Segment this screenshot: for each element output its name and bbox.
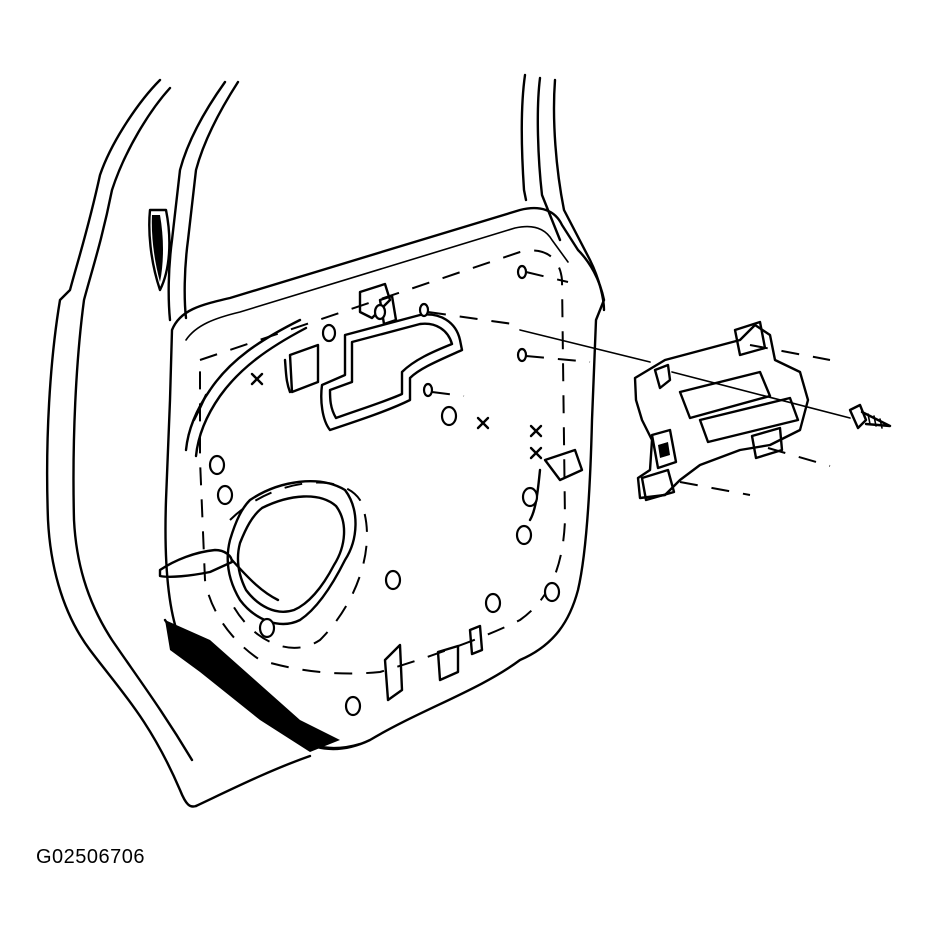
right-harness <box>528 448 584 522</box>
figure-id-label: G02506706 <box>36 846 146 868</box>
screw-fastener <box>848 403 892 430</box>
mounting-bracket <box>633 320 810 502</box>
alignment-lines <box>427 271 851 496</box>
mounting-holes <box>208 264 561 717</box>
wiring-harness <box>158 318 308 602</box>
x-marks <box>250 372 543 460</box>
handle-recess <box>283 313 464 432</box>
lower-trim <box>163 618 362 752</box>
speaker-opening <box>226 480 368 649</box>
lower-bracket <box>383 624 484 702</box>
door-outer-shell <box>45 73 606 808</box>
